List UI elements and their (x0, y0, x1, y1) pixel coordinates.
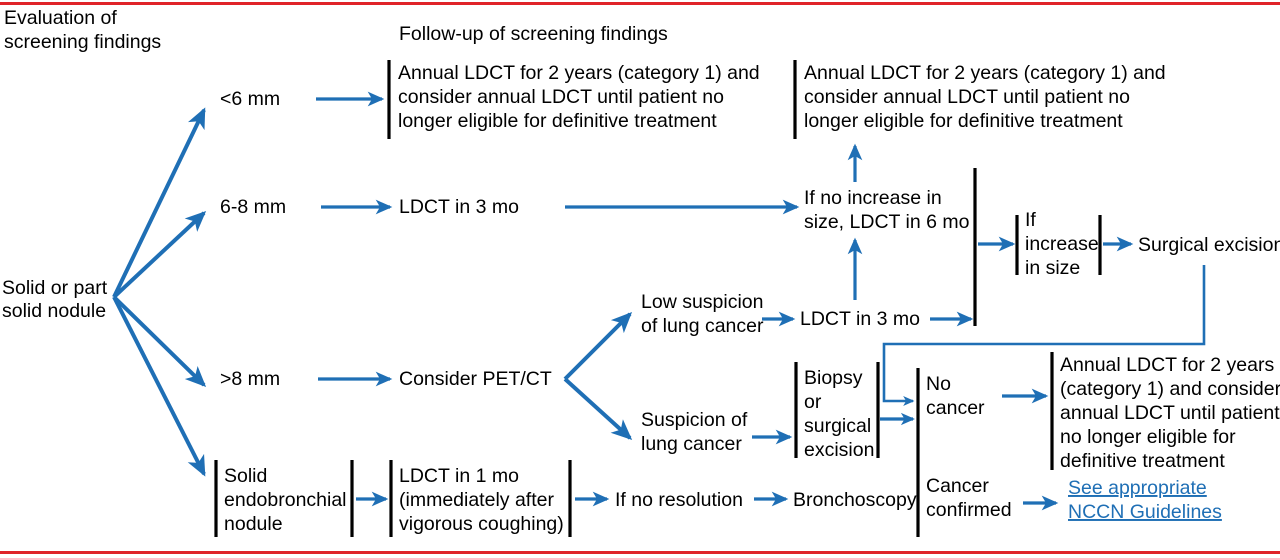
node-annual-a-line3: longer eligible for definitive treatment (398, 110, 717, 132)
node-root-line1: Solid or part (2, 277, 108, 299)
node-annual-b-line1: Annual LDCT for 2 years (category 1) and (804, 62, 1166, 84)
node-if-increase-line2: increase (1025, 233, 1099, 255)
nccn-guidelines-link-line2[interactable]: NCCN Guidelines (1068, 501, 1222, 523)
top-red-rule (0, 2, 1280, 5)
node-annual-c-line1: Annual LDCT for 2 years (1060, 354, 1274, 376)
node-size-6to8: 6-8 mm (220, 196, 286, 218)
node-annual-b-line3: longer eligible for definitive treatment (804, 110, 1123, 132)
node-annual-c-line4: no longer eligible for (1060, 426, 1236, 448)
node-annual-a-line2: consider annual LDCT until patient no (398, 86, 724, 108)
node-ldct-3mo-row2: LDCT in 3 mo (399, 196, 519, 218)
node-noincrease-line1: If no increase in (804, 187, 942, 209)
node-noincrease-line2: size, LDCT in 6 mo (804, 211, 970, 233)
node-ldct-1mo-line2: (immediately after (399, 489, 554, 511)
node-annual-c-line3: annual LDCT until patient is (1060, 402, 1280, 424)
node-low-suspicion-line2: of lung cancer (641, 315, 764, 337)
node-cancer-confirmed-line2: confirmed (926, 499, 1012, 521)
node-endobronchial-line3: nodule (224, 513, 283, 535)
node-biopsy-line1: Biopsy (804, 367, 863, 389)
node-cancer-confirmed-line1: Cancer (926, 475, 989, 497)
node-suspicion-line1: Suspicion of (641, 409, 748, 431)
node-no-cancer-line1: No (926, 373, 951, 395)
header-evaluation-line2: screening findings (4, 31, 161, 53)
node-suspicion-line2: lung cancer (641, 433, 742, 455)
header-evaluation-line1: Evaluation of (4, 7, 117, 29)
bottom-red-rule (0, 551, 1280, 554)
node-bronchoscopy: Bronchoscopy (793, 489, 917, 511)
node-surgical-excision: Surgical excision (1138, 234, 1280, 256)
node-ldct-3mo-row3: LDCT in 3 mo (800, 308, 920, 330)
edge-petct-split (563, 311, 633, 440)
node-annual-c-line5: definitive treatment (1060, 450, 1225, 472)
node-consider-petct: Consider PET/CT (399, 368, 552, 390)
node-no-cancer-line2: cancer (926, 397, 985, 419)
node-biopsy-line4: excision (804, 439, 874, 461)
node-root-line2: solid nodule (2, 300, 106, 322)
node-endobronchial-line2: endobronchial (224, 489, 347, 511)
node-annual-b-line2: consider annual LDCT until patient no (804, 86, 1130, 108)
node-if-increase-line3: in size (1025, 257, 1080, 279)
node-biopsy-line3: surgical (804, 415, 871, 437)
node-low-suspicion-line1: Low suspicion (641, 291, 763, 313)
node-size-gt8: >8 mm (220, 368, 280, 390)
node-ldct-1mo-line1: LDCT in 1 mo (399, 465, 519, 487)
node-annual-c-line2: (category 1) and consider (1060, 378, 1280, 400)
node-no-resolution: If no resolution (615, 489, 743, 511)
node-annual-a-line1: Annual LDCT for 2 years (category 1) and (398, 62, 760, 84)
edge-surgical-to-no-cancer (882, 265, 1206, 407)
header-followup: Follow-up of screening findings (399, 23, 668, 45)
node-if-increase-line1: If (1025, 209, 1036, 231)
nccn-guidelines-link-line1[interactable]: See appropriate (1068, 477, 1207, 499)
node-endobronchial-line1: Solid (224, 465, 267, 487)
node-biopsy-line2: or (804, 391, 822, 413)
node-ldct-1mo-line3: vigorous coughing) (399, 513, 564, 535)
node-size-lt6: <6 mm (220, 88, 280, 110)
edge-root-fan (112, 107, 207, 477)
